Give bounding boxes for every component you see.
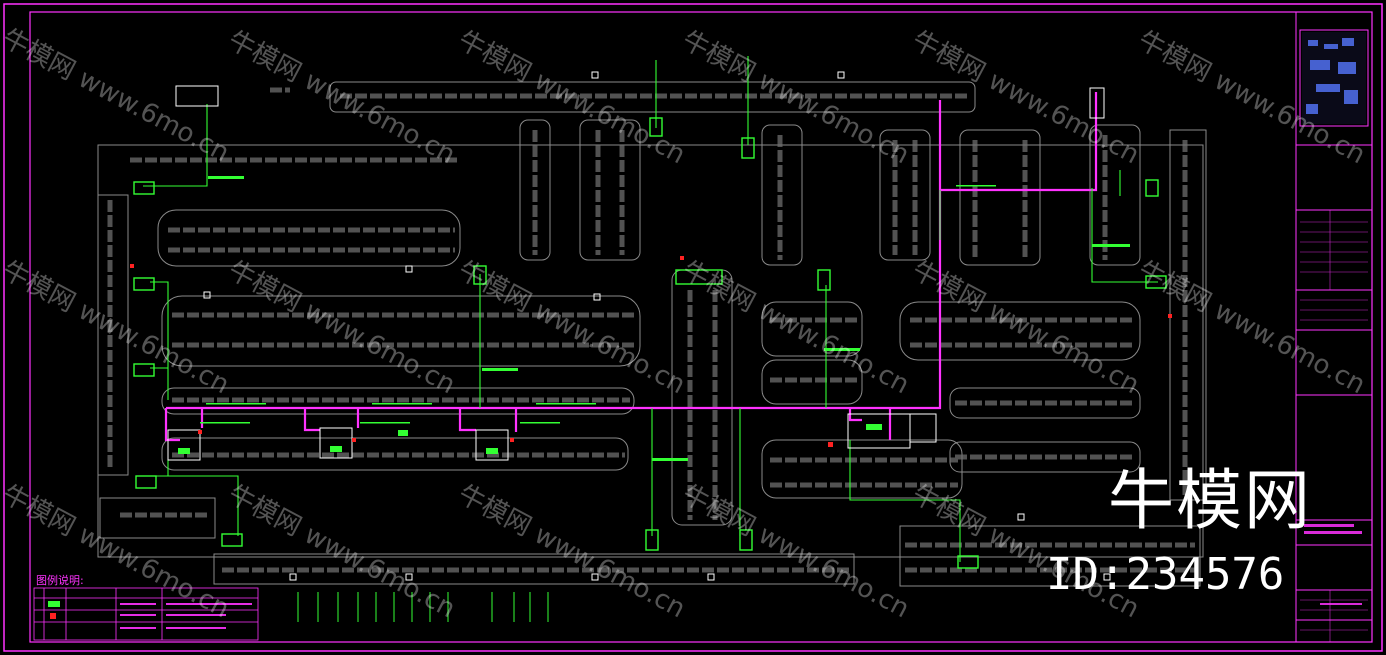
substation-rooms (167, 85, 1105, 461)
feeder-lines (143, 56, 1158, 562)
riser-lines (297, 592, 549, 622)
equipment-box (957, 555, 979, 569)
inner-frame (29, 11, 1373, 643)
equipment-box (675, 269, 723, 285)
equipment-box (133, 363, 155, 377)
equipment-box (473, 265, 487, 285)
legend-table-fills (120, 603, 252, 629)
brand-logo: 牛模网 (1108, 462, 1312, 539)
legend-symbol (50, 613, 56, 619)
equipment-box (133, 181, 155, 195)
equipment-box (1145, 179, 1159, 197)
parking-outline (97, 81, 1207, 587)
equipment-box (221, 533, 243, 547)
title-block (1295, 12, 1372, 642)
legend-table (33, 587, 259, 641)
red-markers (130, 256, 1172, 447)
equipment-box (739, 529, 753, 551)
equipment-box (741, 137, 755, 159)
feeder-labels (200, 176, 1130, 461)
title-block-rows (1300, 210, 1368, 642)
parking-stalls (107, 87, 1195, 573)
equipment-symbols (133, 117, 1167, 569)
brand-id: ID:234576 (1046, 549, 1285, 600)
key-plan-thumbnail (1302, 32, 1366, 124)
equipment-box (645, 529, 659, 551)
room-equipment (178, 424, 882, 454)
column-markers (203, 71, 1111, 581)
legend-title: 图例说明: (36, 574, 84, 587)
outer-frame (3, 3, 1383, 652)
title-block-fills (1304, 524, 1362, 605)
equipment-box (1145, 275, 1167, 289)
equipment-box (135, 475, 157, 489)
equipment-box (133, 277, 155, 291)
equipment-box (649, 117, 663, 137)
equipment-box (817, 269, 831, 291)
legend-symbol (48, 601, 60, 607)
